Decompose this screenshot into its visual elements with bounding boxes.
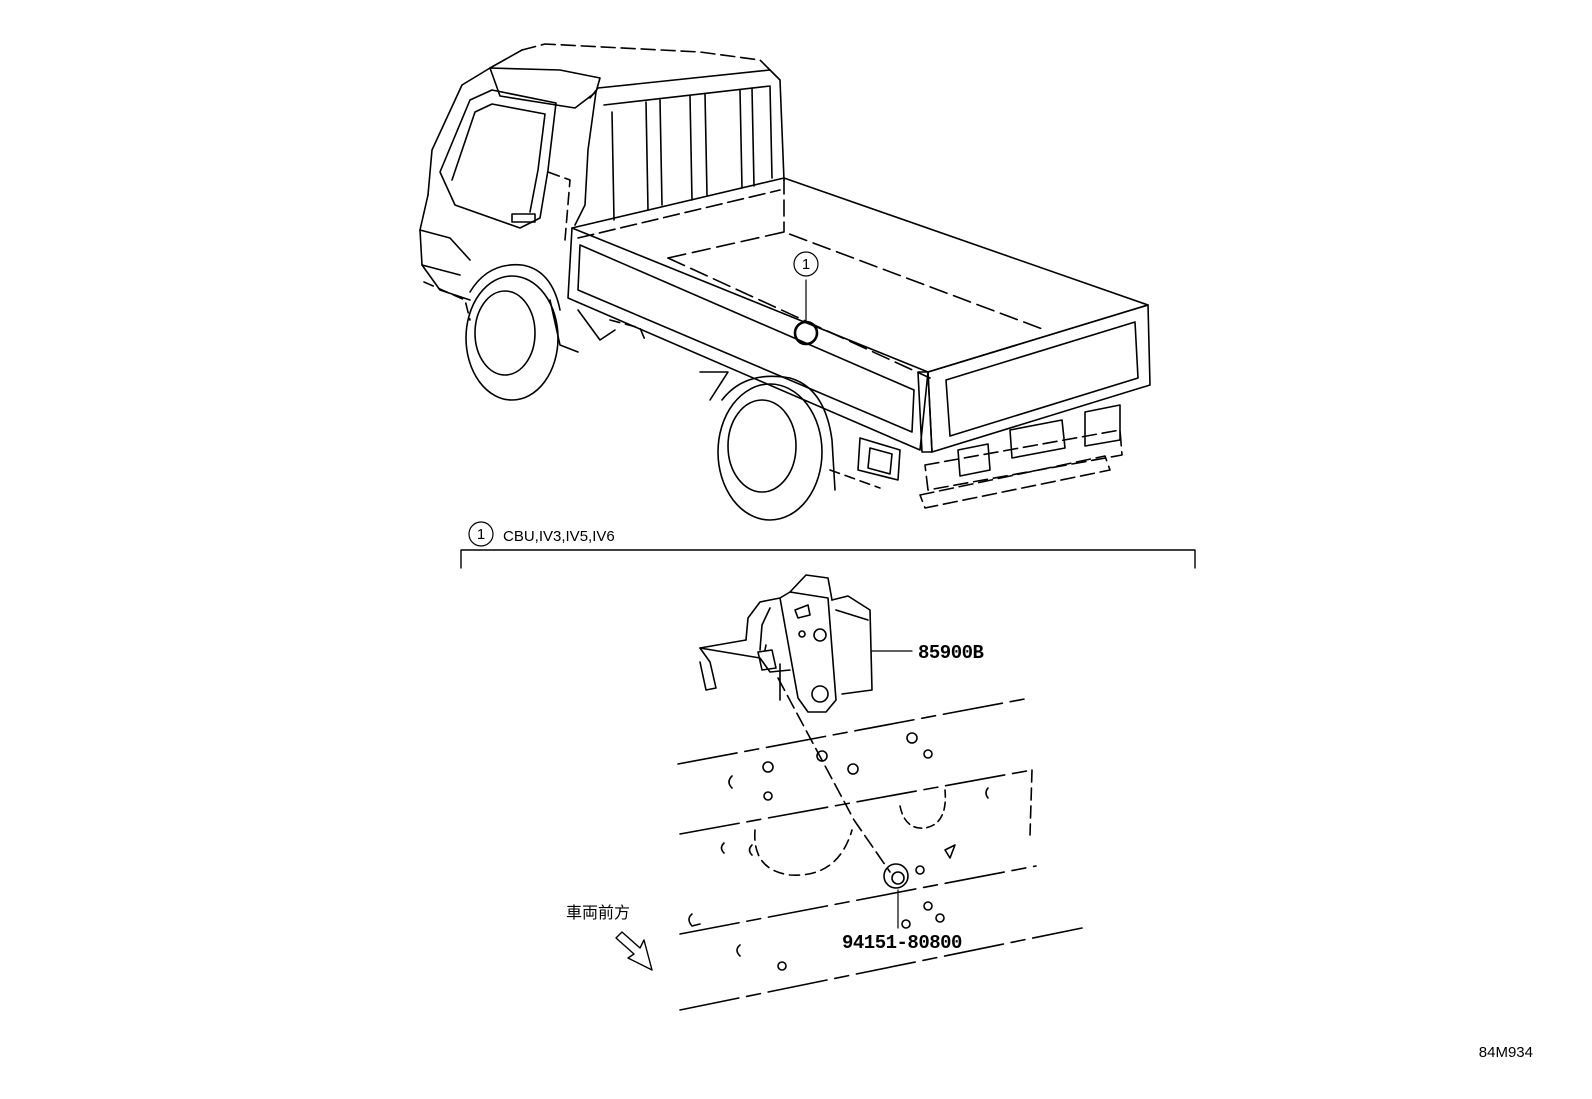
part-number-94151-80800: 94151-80800 bbox=[842, 932, 962, 954]
callout-circle-1 bbox=[793, 251, 819, 277]
frame-rail-illustration bbox=[677, 697, 1083, 1011]
diagram-code: 84M934 bbox=[1479, 1044, 1533, 1061]
sensor-85900B-illustration bbox=[699, 574, 913, 713]
callout-circle-1-detail bbox=[468, 521, 494, 547]
truck-illustration bbox=[419, 43, 1151, 521]
callout-condition-text: CBU,IV3,IV5,IV6 bbox=[503, 528, 615, 545]
location-marker bbox=[793, 320, 819, 346]
front-direction-arrow bbox=[615, 931, 653, 971]
bolt-94151-80800 bbox=[883, 863, 909, 929]
vehicle-front-label: 車両前方 bbox=[566, 903, 630, 922]
callout-number-1: 1 bbox=[802, 256, 810, 273]
callout-number-1-detail: 1 bbox=[477, 526, 485, 543]
detail-bracket bbox=[460, 549, 1196, 569]
part-number-85900B: 85900B bbox=[918, 642, 984, 664]
